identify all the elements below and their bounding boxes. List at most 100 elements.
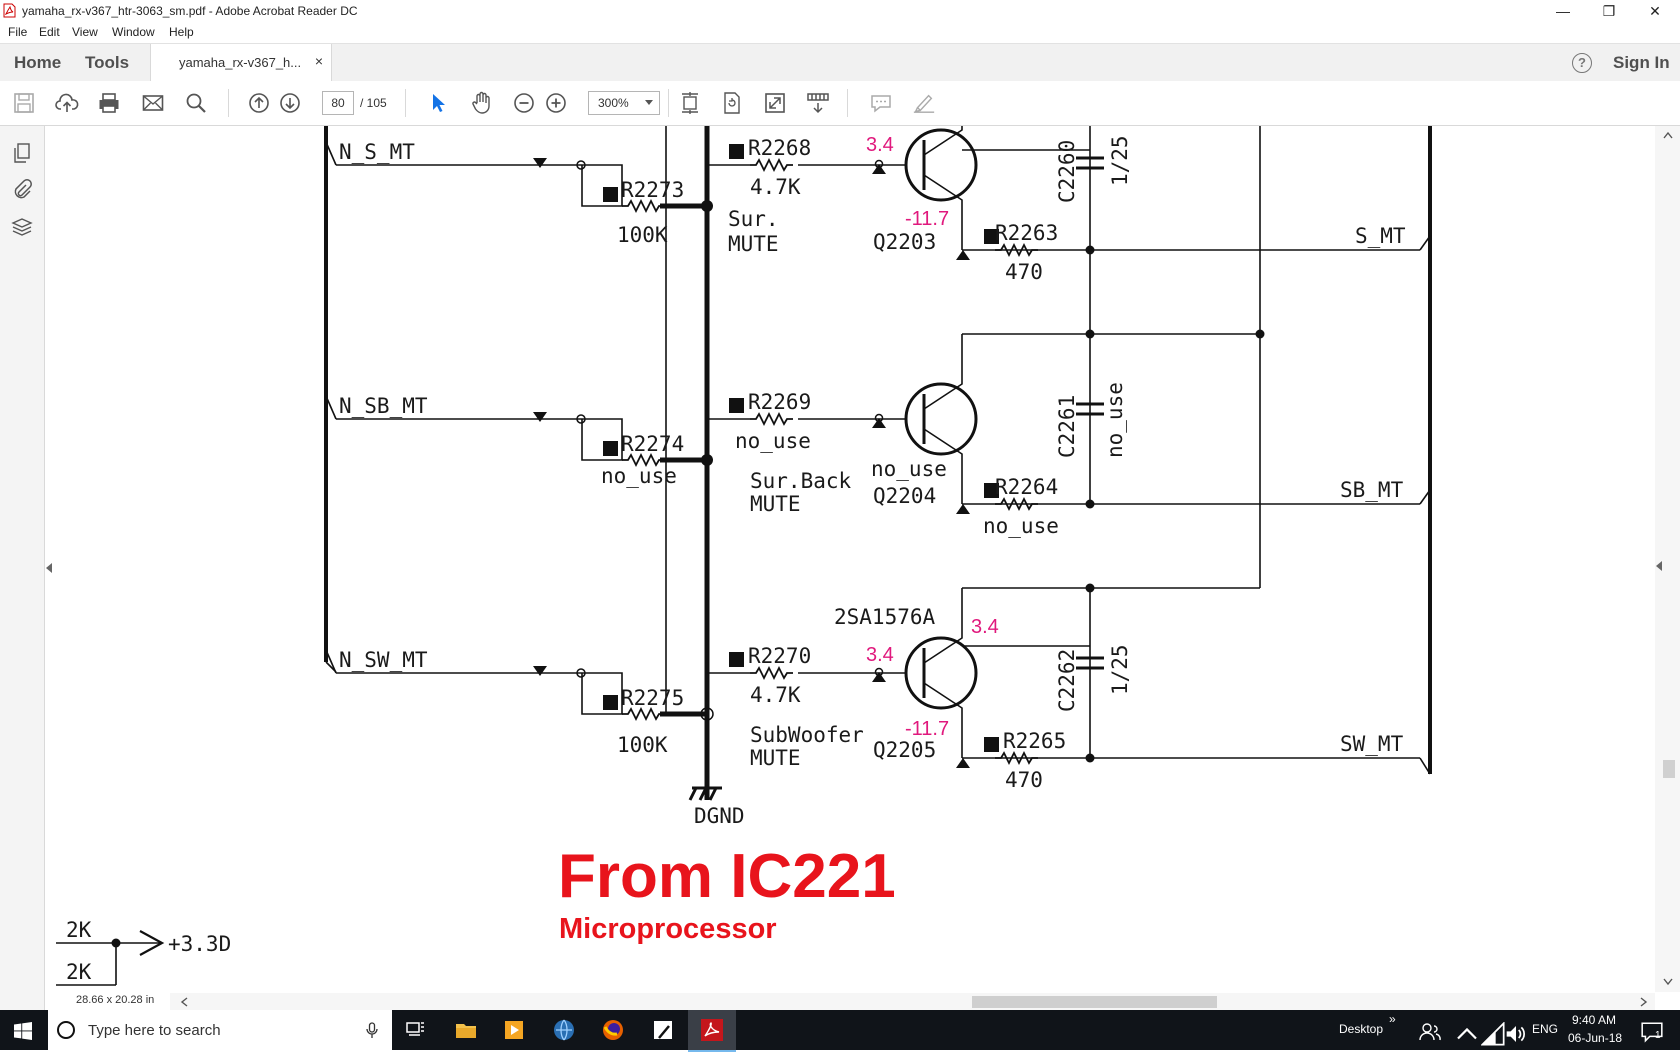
search-icon[interactable] bbox=[184, 91, 208, 115]
tab-home[interactable]: Home bbox=[14, 53, 62, 72]
zoom-out-icon[interactable] bbox=[512, 91, 536, 115]
resistor-label: R2274 bbox=[621, 432, 684, 456]
annotation-title: From IC221 bbox=[558, 842, 896, 911]
page-number-input[interactable]: 80 bbox=[322, 91, 354, 115]
volume-icon[interactable] bbox=[1504, 1022, 1528, 1046]
resistor-value: no_use bbox=[983, 514, 1059, 538]
close-window-button[interactable]: ✕ bbox=[1649, 3, 1661, 19]
desktop-toolbar-label[interactable]: Desktop bbox=[1339, 1022, 1384, 1036]
task-view-icon[interactable] bbox=[404, 1018, 428, 1042]
full-screen-icon[interactable] bbox=[763, 91, 787, 115]
resistor-label: R2273 bbox=[621, 178, 684, 202]
transistor-label: Q2204 bbox=[873, 484, 936, 508]
document-tab-label: yamaha_rx-v367_h... bbox=[179, 55, 302, 70]
print-icon[interactable] bbox=[97, 91, 121, 115]
net-label-n-s-mt: N_S_MT bbox=[339, 140, 415, 164]
net-label-n-sb-mt: N_SB_MT bbox=[339, 394, 428, 418]
hand-tool-icon[interactable] bbox=[470, 91, 494, 115]
fit-page-icon[interactable] bbox=[678, 91, 702, 115]
horizontal-scroll-thumb[interactable] bbox=[972, 996, 1217, 1008]
horizontal-scrollbar[interactable] bbox=[170, 993, 1655, 1010]
next-page-icon[interactable] bbox=[278, 91, 302, 115]
scroll-up-icon[interactable] bbox=[1663, 131, 1673, 139]
transistor-part: 2SA1576A bbox=[834, 605, 936, 629]
resistor-value: 470 bbox=[1005, 260, 1043, 284]
chevron-double-right-icon[interactable]: » bbox=[1389, 1012, 1396, 1026]
menu-bar: File Edit View Window Help bbox=[0, 22, 1680, 42]
mute-label: Sur. bbox=[728, 207, 779, 231]
vertical-scroll-thumb[interactable] bbox=[1663, 760, 1675, 778]
supply-label: +3.3D bbox=[168, 932, 231, 956]
cortana-icon bbox=[57, 1021, 75, 1039]
schematic-diagram: N_S_MT N_SB_MT N_SW_MT S_MT SB_MT SW_MT … bbox=[56, 126, 1432, 986]
layers-icon[interactable] bbox=[11, 216, 33, 238]
resistor-value: no_use bbox=[601, 464, 677, 488]
voltage-reading: 3.4 bbox=[866, 134, 894, 156]
windows-start-icon[interactable] bbox=[14, 1022, 32, 1040]
tab-document[interactable]: yamaha_rx-v367_h... × bbox=[150, 44, 332, 81]
language-indicator[interactable]: ENG bbox=[1532, 1022, 1559, 1036]
menu-window[interactable]: Window bbox=[112, 25, 155, 39]
zoom-level-select[interactable]: 300% bbox=[588, 91, 660, 115]
scrolling-mode-icon[interactable] bbox=[806, 91, 830, 115]
save-icon[interactable] bbox=[12, 91, 36, 115]
resistor-label: R2275 bbox=[621, 686, 684, 710]
resistor-value: 100K bbox=[617, 733, 668, 757]
resistor-value: 470 bbox=[1005, 768, 1043, 792]
resistor-value: 2K bbox=[66, 960, 92, 984]
attachments-paperclip-icon[interactable] bbox=[11, 178, 33, 200]
resistor-label: R2269 bbox=[748, 390, 811, 414]
minimize-button[interactable]: — bbox=[1556, 3, 1570, 19]
zoom-in-icon[interactable] bbox=[544, 91, 568, 115]
app-globe-icon[interactable] bbox=[552, 1018, 576, 1042]
resistor-label: R2265 bbox=[1003, 729, 1066, 753]
snipping-tool-icon[interactable] bbox=[651, 1018, 675, 1042]
upload-cloud-icon[interactable] bbox=[55, 91, 79, 115]
menu-help[interactable]: Help bbox=[169, 25, 194, 39]
collapse-left-panel-icon[interactable] bbox=[46, 563, 52, 573]
clock-time[interactable]: 9:40 AM bbox=[1572, 1013, 1617, 1027]
pdf-file-icon bbox=[3, 3, 16, 18]
vertical-scrollbar[interactable] bbox=[1655, 126, 1680, 992]
people-icon[interactable] bbox=[1418, 1020, 1442, 1044]
page-thumbnails-icon[interactable] bbox=[11, 142, 33, 164]
help-icon[interactable]: ? bbox=[1572, 53, 1592, 73]
sign-in-button[interactable]: Sign In bbox=[1613, 53, 1670, 72]
menu-file[interactable]: File bbox=[8, 25, 28, 39]
net-label-s-mt: S_MT bbox=[1355, 224, 1406, 248]
resistor-label: R2268 bbox=[748, 136, 811, 160]
microphone-icon[interactable] bbox=[366, 1022, 378, 1039]
scroll-right-icon[interactable] bbox=[1640, 997, 1648, 1007]
clock-date[interactable]: 06-Jun-18 bbox=[1568, 1031, 1623, 1045]
acrobat-icon bbox=[701, 1019, 723, 1041]
file-explorer-icon[interactable] bbox=[454, 1018, 478, 1042]
media-player-icon[interactable] bbox=[502, 1018, 526, 1042]
menu-view[interactable]: View bbox=[72, 25, 98, 39]
resistor-value: 4.7K bbox=[750, 175, 801, 199]
mute-label: MUTE bbox=[750, 746, 801, 770]
comment-icon[interactable] bbox=[869, 91, 893, 115]
taskbar-search-box[interactable]: Type here to search bbox=[48, 1010, 392, 1050]
highlight-pen-icon[interactable] bbox=[912, 91, 936, 115]
tab-tools[interactable]: Tools bbox=[85, 53, 130, 72]
network-icon[interactable] bbox=[1481, 1022, 1505, 1046]
email-icon[interactable] bbox=[141, 91, 165, 115]
document-page-view[interactable]: N_S_MT N_SB_MT N_SW_MT S_MT SB_MT SW_MT … bbox=[56, 126, 1653, 992]
menu-edit[interactable]: Edit bbox=[39, 25, 60, 39]
maximize-button[interactable]: ❐ bbox=[1602, 3, 1616, 19]
action-center-notification-icon[interactable] bbox=[1640, 1020, 1664, 1044]
chevron-up-icon[interactable] bbox=[1455, 1022, 1479, 1046]
voltage-reading: -11.7 bbox=[905, 208, 949, 230]
close-tab-icon[interactable]: × bbox=[314, 53, 323, 69]
select-tool-icon[interactable] bbox=[426, 91, 450, 115]
capacitor-label: C2260 bbox=[1055, 140, 1079, 203]
previous-page-icon[interactable] bbox=[247, 91, 271, 115]
acrobat-taskbar-button[interactable] bbox=[688, 1010, 736, 1052]
scroll-down-icon[interactable] bbox=[1663, 978, 1673, 986]
capacitor-label: C2262 bbox=[1055, 649, 1079, 712]
rotate-page-icon[interactable] bbox=[720, 91, 744, 115]
firefox-icon[interactable] bbox=[601, 1018, 625, 1042]
net-label-sw-mt: SW_MT bbox=[1340, 732, 1404, 756]
scroll-left-icon[interactable] bbox=[180, 997, 188, 1007]
collapse-right-panel-icon[interactable] bbox=[1655, 560, 1663, 572]
